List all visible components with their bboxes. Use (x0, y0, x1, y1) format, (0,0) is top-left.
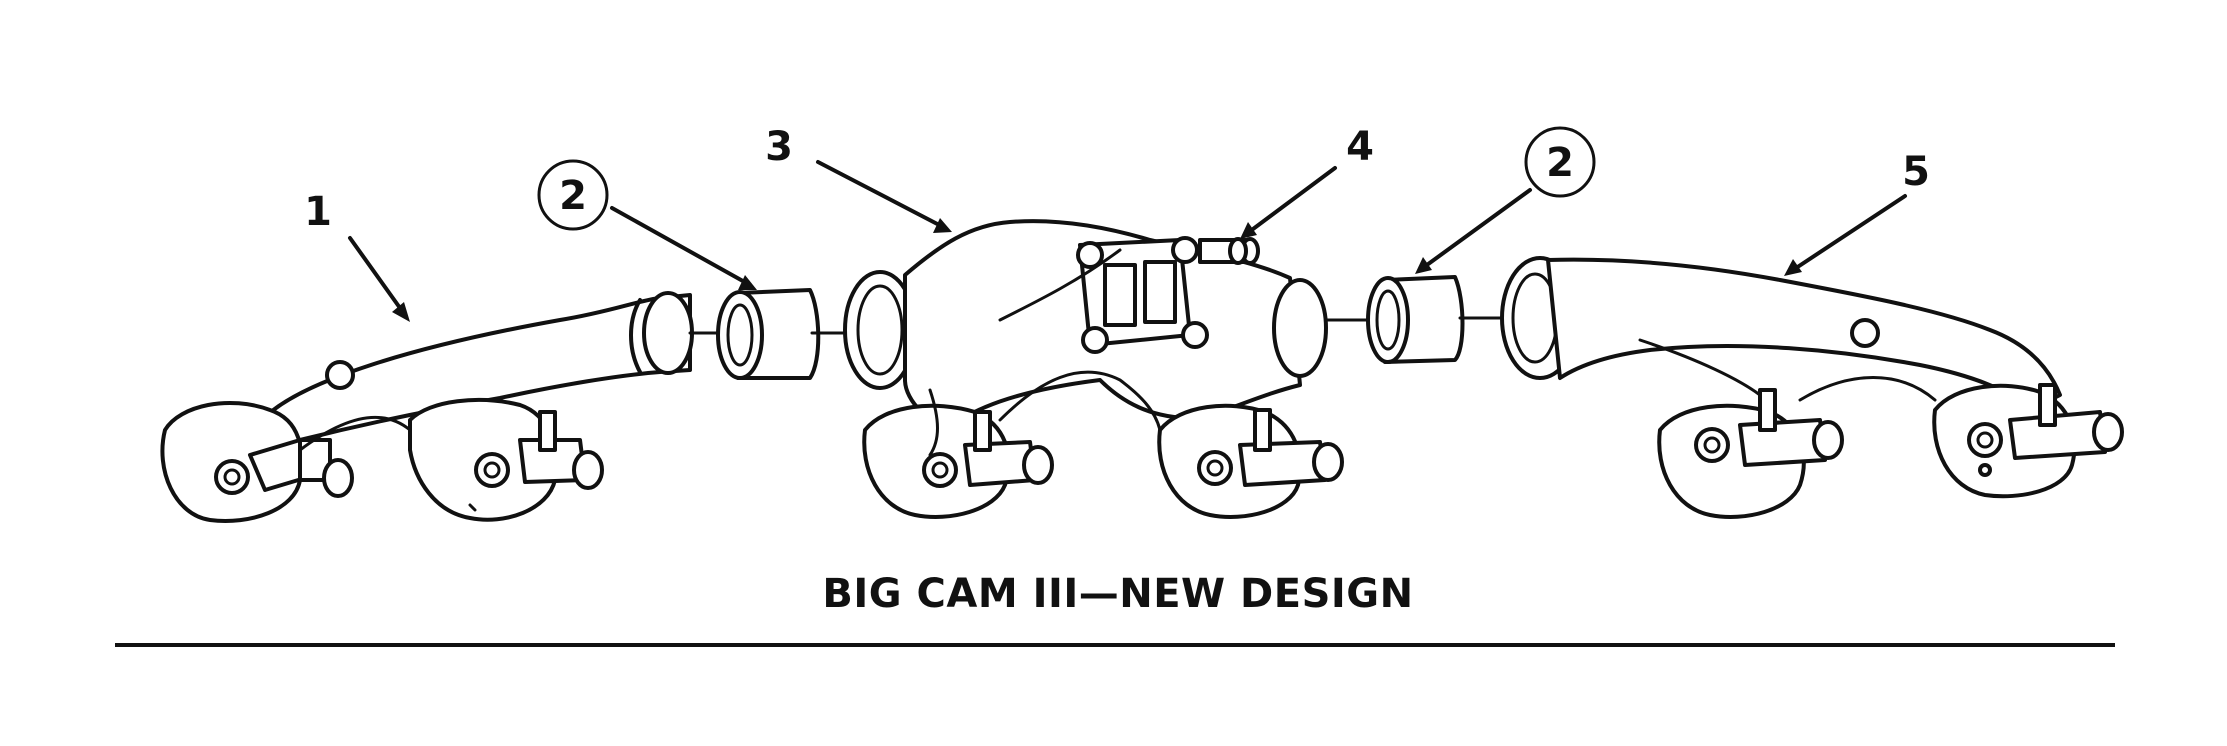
manifold-left-section (160, 291, 694, 523)
callout-labels: 1 2 3 4 2 5 (304, 124, 1930, 235)
callout-5: 5 (1902, 149, 1930, 195)
callout-4: 4 (1346, 124, 1374, 170)
figure-caption: BIG CAM III—NEW DESIGN (822, 571, 1413, 617)
callout-1: 1 (304, 189, 332, 235)
manifold-center-section (843, 219, 1344, 519)
seal-ring-right (1324, 275, 1502, 364)
callout-2-left: 2 (559, 173, 587, 219)
leader-lines (348, 160, 1907, 322)
callout-2-right-circle (1524, 126, 1596, 198)
callout-2-right: 2 (1546, 140, 1574, 186)
manifold-right-section (1500, 256, 2124, 519)
fitting-stub (1198, 237, 1260, 265)
callout-3: 3 (765, 124, 793, 170)
callout-2-left-circle (537, 159, 609, 231)
seal-ring-left (688, 288, 852, 380)
